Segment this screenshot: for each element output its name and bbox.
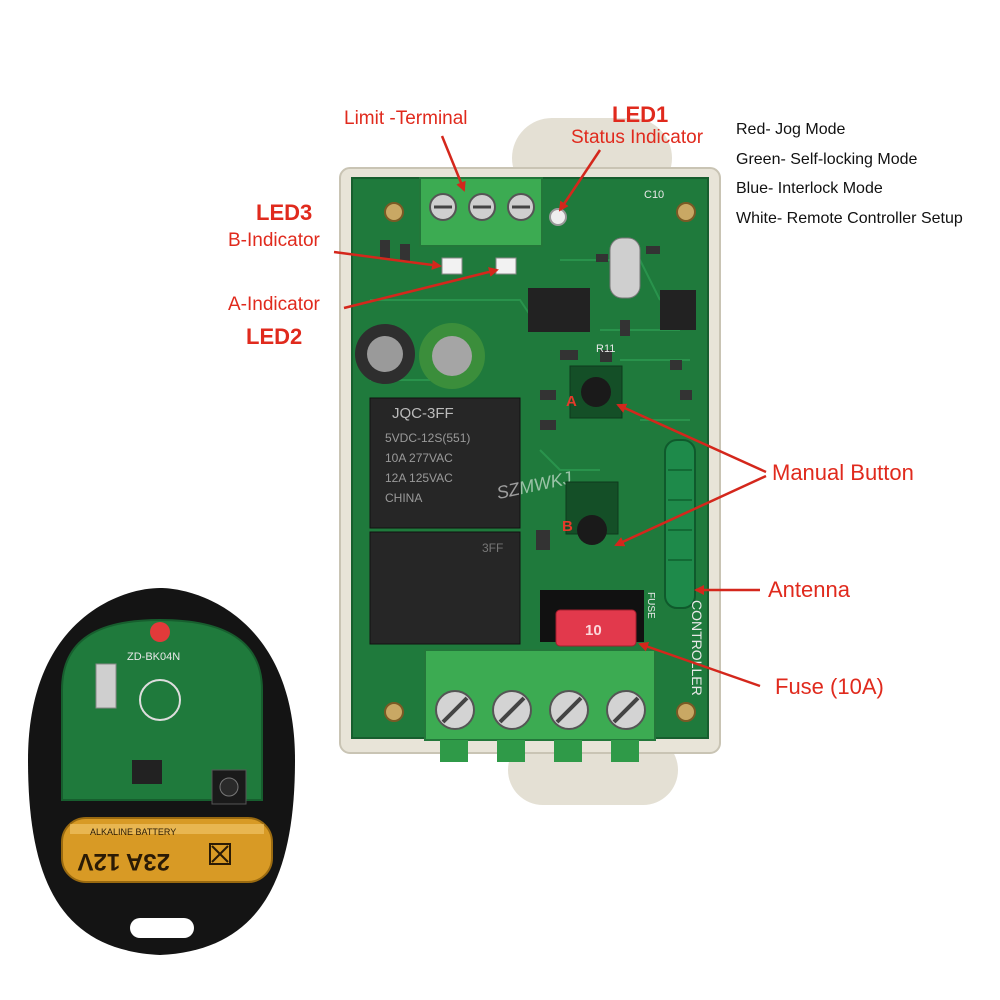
button-b-mark: B <box>562 518 573 535</box>
battery-23a: 23A 12V ALKALINE BATTERY <box>61 817 273 883</box>
remote-led <box>150 622 170 642</box>
relay-1: JQC-3FF 5VDC-12S(551) 10A 277VAC 12A 125… <box>369 397 521 529</box>
relay-line4: CHINA <box>385 491 422 505</box>
battery-type: 23A 12V <box>77 848 170 875</box>
fuse-holder: 10 FUSE <box>540 590 656 647</box>
label-a-indicator: A-Indicator <box>228 294 320 315</box>
mode-green-self-locking: Green- Self-locking Mode <box>736 151 918 168</box>
manual-button-a: A <box>566 365 623 419</box>
fuse-value: 10 <box>585 622 602 639</box>
label-limit-terminal: Limit -Terminal <box>344 108 468 129</box>
arrow-fuse <box>638 641 761 688</box>
remote-ic <box>132 760 162 784</box>
mounting-holes <box>384 202 696 722</box>
ic-chip <box>528 288 590 332</box>
arrow-status-indicator <box>558 149 602 212</box>
label-b-indicator: B-Indicator <box>228 230 320 251</box>
r11-mark: R11 <box>596 343 615 355</box>
label-manual-button: Manual Button <box>772 460 914 485</box>
label-led3: LED3 <box>256 200 313 225</box>
c10-mark: C10 <box>644 189 664 201</box>
relay-line3: 12A 125VAC <box>385 471 453 485</box>
relay-brand: JQC-3FF <box>392 405 454 422</box>
limit-terminal-block <box>419 177 543 247</box>
led2-a <box>495 257 517 275</box>
antenna-coil <box>664 439 696 609</box>
remote-switch <box>95 663 117 709</box>
keyring-slot <box>130 918 194 938</box>
crystal <box>609 237 641 299</box>
relay2-brand: 3FF <box>482 541 503 555</box>
ic-chip-2 <box>660 290 696 330</box>
label-led2: LED2 <box>246 324 303 349</box>
led1-status <box>549 208 567 226</box>
button-a-mark: A <box>566 393 577 410</box>
arrow-limit-terminal <box>440 135 466 192</box>
controller-mark: CONTROLLER <box>689 600 705 696</box>
mode-blue-interlock: Blue- Interlock Mode <box>736 180 883 197</box>
fuse-mark: FUSE <box>645 592 656 619</box>
label-antenna: Antenna <box>768 577 850 602</box>
mode-red-jog: Red- Jog Mode <box>736 121 846 138</box>
label-led1: LED1 <box>612 102 669 127</box>
arrow-b-indicator <box>333 250 442 270</box>
relay-line1: 5VDC-12S(551) <box>385 431 470 445</box>
remote-pcb-model: ZD-BK04N <box>127 651 180 663</box>
arrow-manual-button-a <box>616 403 767 474</box>
arrow-a-indicator <box>343 267 499 310</box>
label-fuse: Fuse (10A) <box>775 674 884 699</box>
arrow-manual-button-b <box>614 474 767 547</box>
relay-line2: 10A 277VAC <box>385 451 453 465</box>
led3-b <box>441 257 463 275</box>
manual-button-b: B <box>562 481 619 545</box>
label-status-indicator: Status Indicator <box>571 127 704 148</box>
relay-2: 3FF <box>369 531 521 645</box>
capacitors <box>355 323 485 389</box>
mode-white-remote-setup: White- Remote Controller Setup <box>736 210 963 227</box>
battery-brand: ALKALINE BATTERY <box>90 827 176 837</box>
output-terminal-block <box>424 649 656 762</box>
